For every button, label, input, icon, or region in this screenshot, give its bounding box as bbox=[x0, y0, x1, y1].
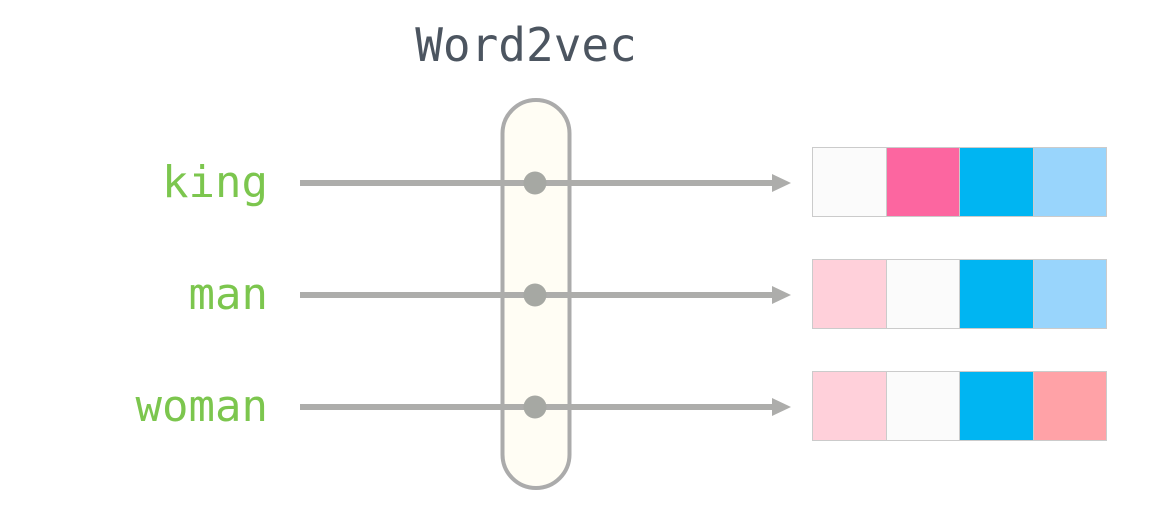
vector-cell-hot-pink bbox=[885, 148, 959, 216]
arrowhead-icon bbox=[772, 286, 791, 304]
vector-cell-near-white bbox=[885, 260, 959, 328]
embedding-vector-man bbox=[812, 259, 1107, 329]
vector-cell-cyan-blue bbox=[959, 148, 1033, 216]
vector-cell-light-blue bbox=[1032, 260, 1106, 328]
vector-cell-cyan-blue bbox=[959, 372, 1033, 440]
arrowhead-icon bbox=[772, 398, 791, 416]
vector-cell-light-blue bbox=[1032, 148, 1106, 216]
embedding-vector-king bbox=[812, 147, 1107, 217]
node-dot bbox=[523, 283, 547, 307]
embedding-vector-woman bbox=[812, 371, 1107, 441]
arrowhead-icon bbox=[772, 174, 791, 192]
word-label-woman: woman bbox=[135, 381, 268, 432]
vector-cell-near-white bbox=[885, 372, 959, 440]
word-label-king: king bbox=[162, 157, 268, 208]
vector-cell-near-white bbox=[813, 148, 886, 216]
vector-cell-light-pink bbox=[813, 372, 886, 440]
vector-cell-salmon bbox=[1032, 372, 1106, 440]
word-label-man: man bbox=[188, 269, 268, 320]
node-dot bbox=[523, 171, 547, 195]
vector-cell-cyan-blue bbox=[959, 260, 1033, 328]
diagram-title: Word2vec bbox=[415, 18, 637, 72]
node-dot bbox=[523, 395, 547, 419]
vector-cell-light-pink bbox=[813, 260, 886, 328]
